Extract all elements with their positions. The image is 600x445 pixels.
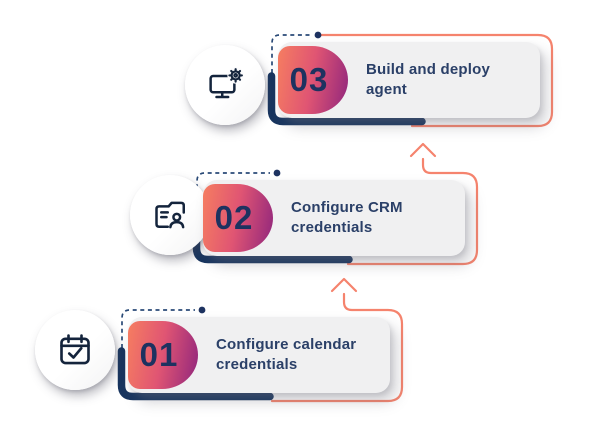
step-2-number-badge: 02	[203, 184, 273, 252]
step-3-title: Build and deploy agent	[366, 60, 491, 98]
calendar-check-icon	[60, 334, 90, 365]
step-1-icon-circle	[35, 310, 115, 390]
step-3-number: 03	[289, 61, 329, 98]
step-2-dot	[273, 169, 281, 177]
step-3-number-badge: 03	[278, 46, 348, 114]
step-3-card: 03 Build and deploy agent	[278, 42, 540, 118]
step-1-title: Configure calendar credentials	[216, 335, 357, 373]
step-2-orange-outline	[346, 157, 479, 266]
step-1-orange-outline	[270, 292, 404, 403]
step-2-icon-circle	[130, 175, 210, 255]
step-3-navy-line	[267, 72, 426, 126]
step-3-orange-outline	[316, 33, 554, 128]
step-3-icon-circle	[185, 45, 265, 125]
step-1-card: 01 Configure calendar credentials	[128, 317, 390, 393]
step-1-number: 01	[139, 336, 179, 373]
step-1-number-badge: 01	[128, 321, 198, 389]
step-2-number: 02	[214, 199, 254, 236]
monitor-gear-icon	[209, 67, 244, 99]
step-3-lines	[267, 31, 554, 128]
step-2-card: 02 Configure CRM credentials	[203, 180, 465, 256]
step-1-lines	[117, 277, 404, 403]
folder-user-icon	[155, 201, 186, 230]
step-2-title: Configure CRM credentials	[291, 198, 403, 236]
step-1-navy-line	[117, 347, 274, 401]
step-2-lines	[192, 142, 479, 266]
step-3-dot	[314, 31, 322, 39]
step-1-dot	[198, 306, 206, 314]
step-2-navy-line	[192, 210, 353, 264]
step-1-up-arrow-icon	[330, 277, 358, 293]
step-2-up-arrow-icon	[409, 142, 437, 158]
